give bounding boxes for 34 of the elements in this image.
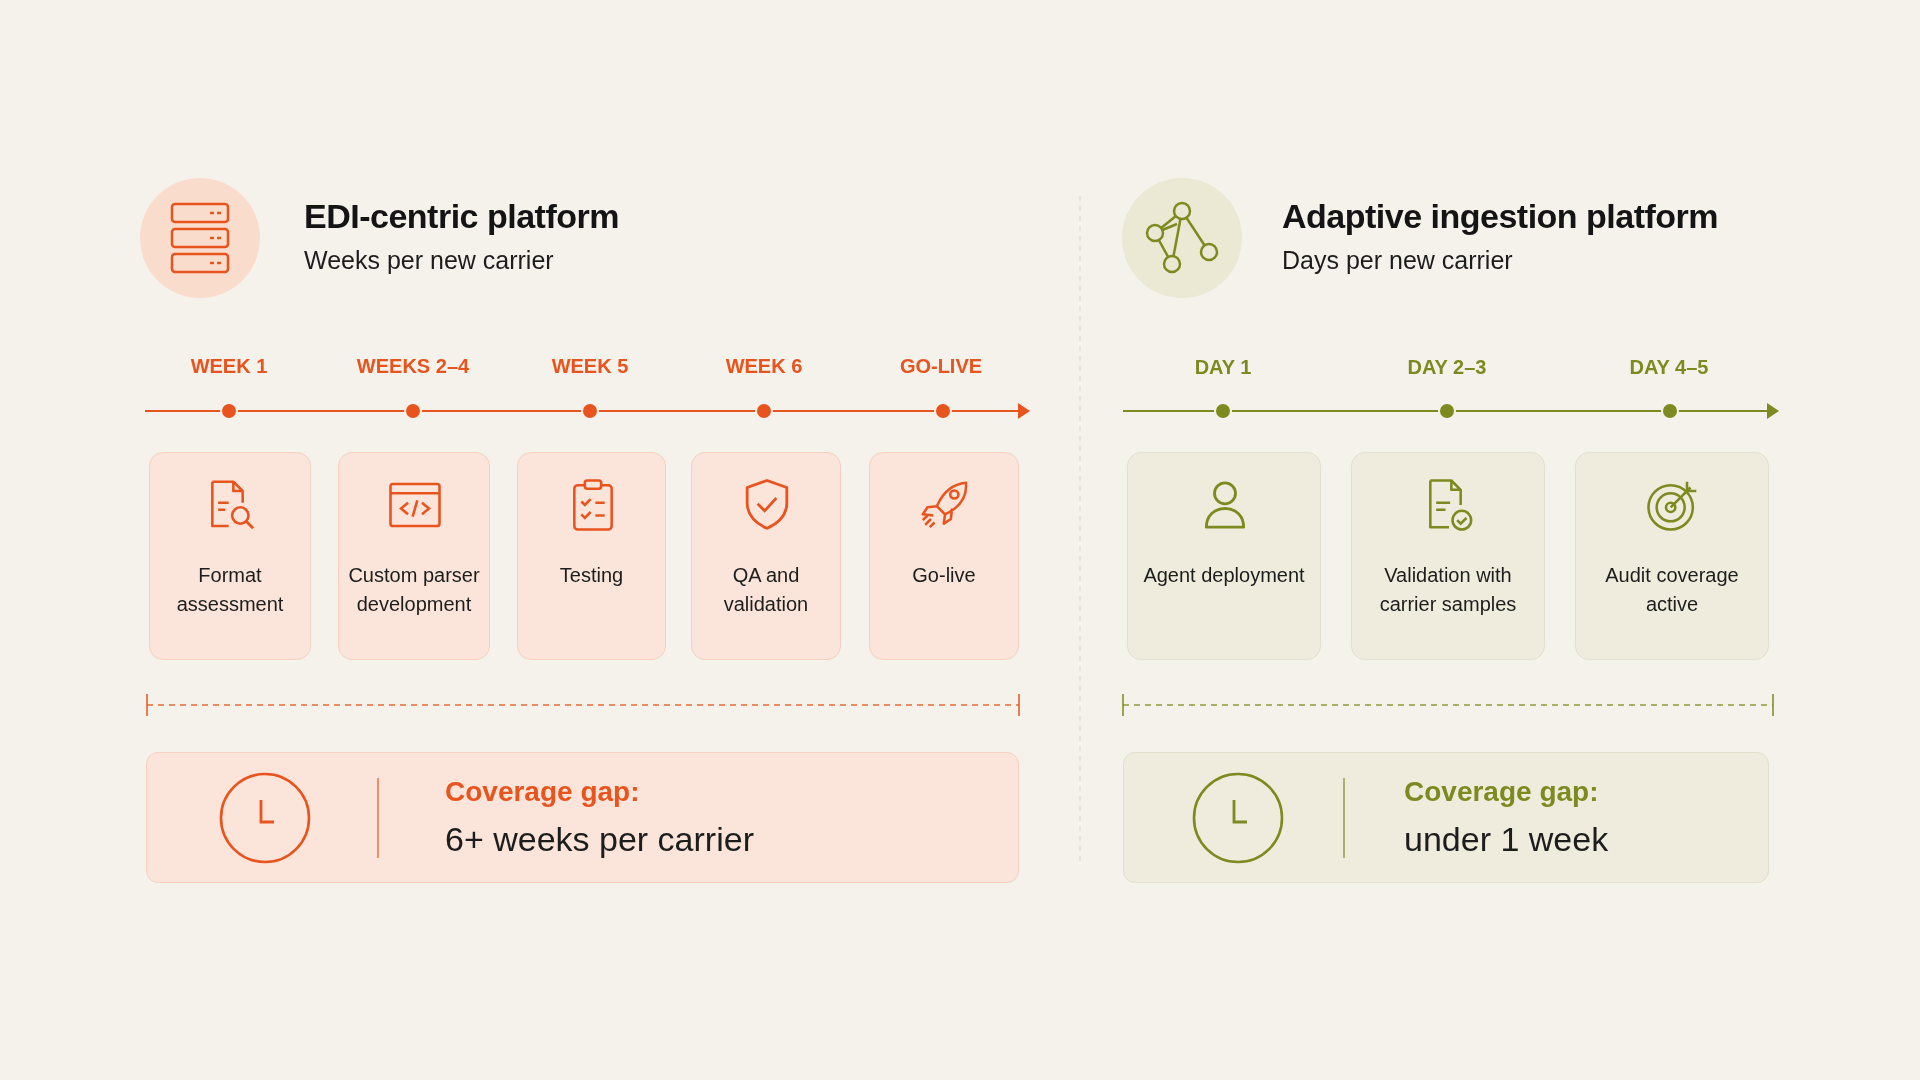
timeline-label: DAY 1 [1193,356,1253,379]
timeline-label: WEEK 5 [550,355,630,378]
section-subtitle: Weeks per new carrier [304,246,554,275]
step-card [691,452,841,660]
timeline-label: WEEK 6 [724,355,804,378]
timeline-label: DAY 2–3 [1406,356,1488,379]
step-label: Validation with carrier samples [1378,563,1518,617]
timeline-label: WEEKS 2–4 [355,355,471,378]
step-card [1351,452,1545,660]
gap-value: 6+ weeks per carrier [445,820,754,859]
summary-panel [1123,752,1769,883]
timeline-label: WEEK 1 [189,355,269,378]
gap-value: under 1 week [1404,820,1609,859]
timeline-label: GO-LIVE [898,355,984,378]
step-label: Format assessment [175,563,285,617]
timeline-label: DAY 4–5 [1628,356,1710,379]
step-card [869,452,1019,660]
section-title: Adaptive ingestion platform [1282,197,1719,236]
step-card [338,452,490,660]
step-card [1127,452,1321,660]
step-card [149,452,311,660]
step-label: Go-live [911,563,977,588]
summary-panel [146,752,1019,883]
step-card [517,452,666,660]
step-label: Agent deployment [1142,563,1306,588]
step-label: Testing [558,563,625,588]
step-label: Custom parser development [347,563,481,617]
step-card [1575,452,1769,660]
section-title: EDI-centric platform [304,197,619,236]
section-subtitle: Days per new carrier [1282,246,1513,275]
gap-heading: Coverage gap: [445,776,640,808]
gap-heading: Coverage gap: [1404,776,1599,808]
step-label: QA and validation [722,563,810,617]
step-label: Audit coverage active [1604,563,1740,617]
